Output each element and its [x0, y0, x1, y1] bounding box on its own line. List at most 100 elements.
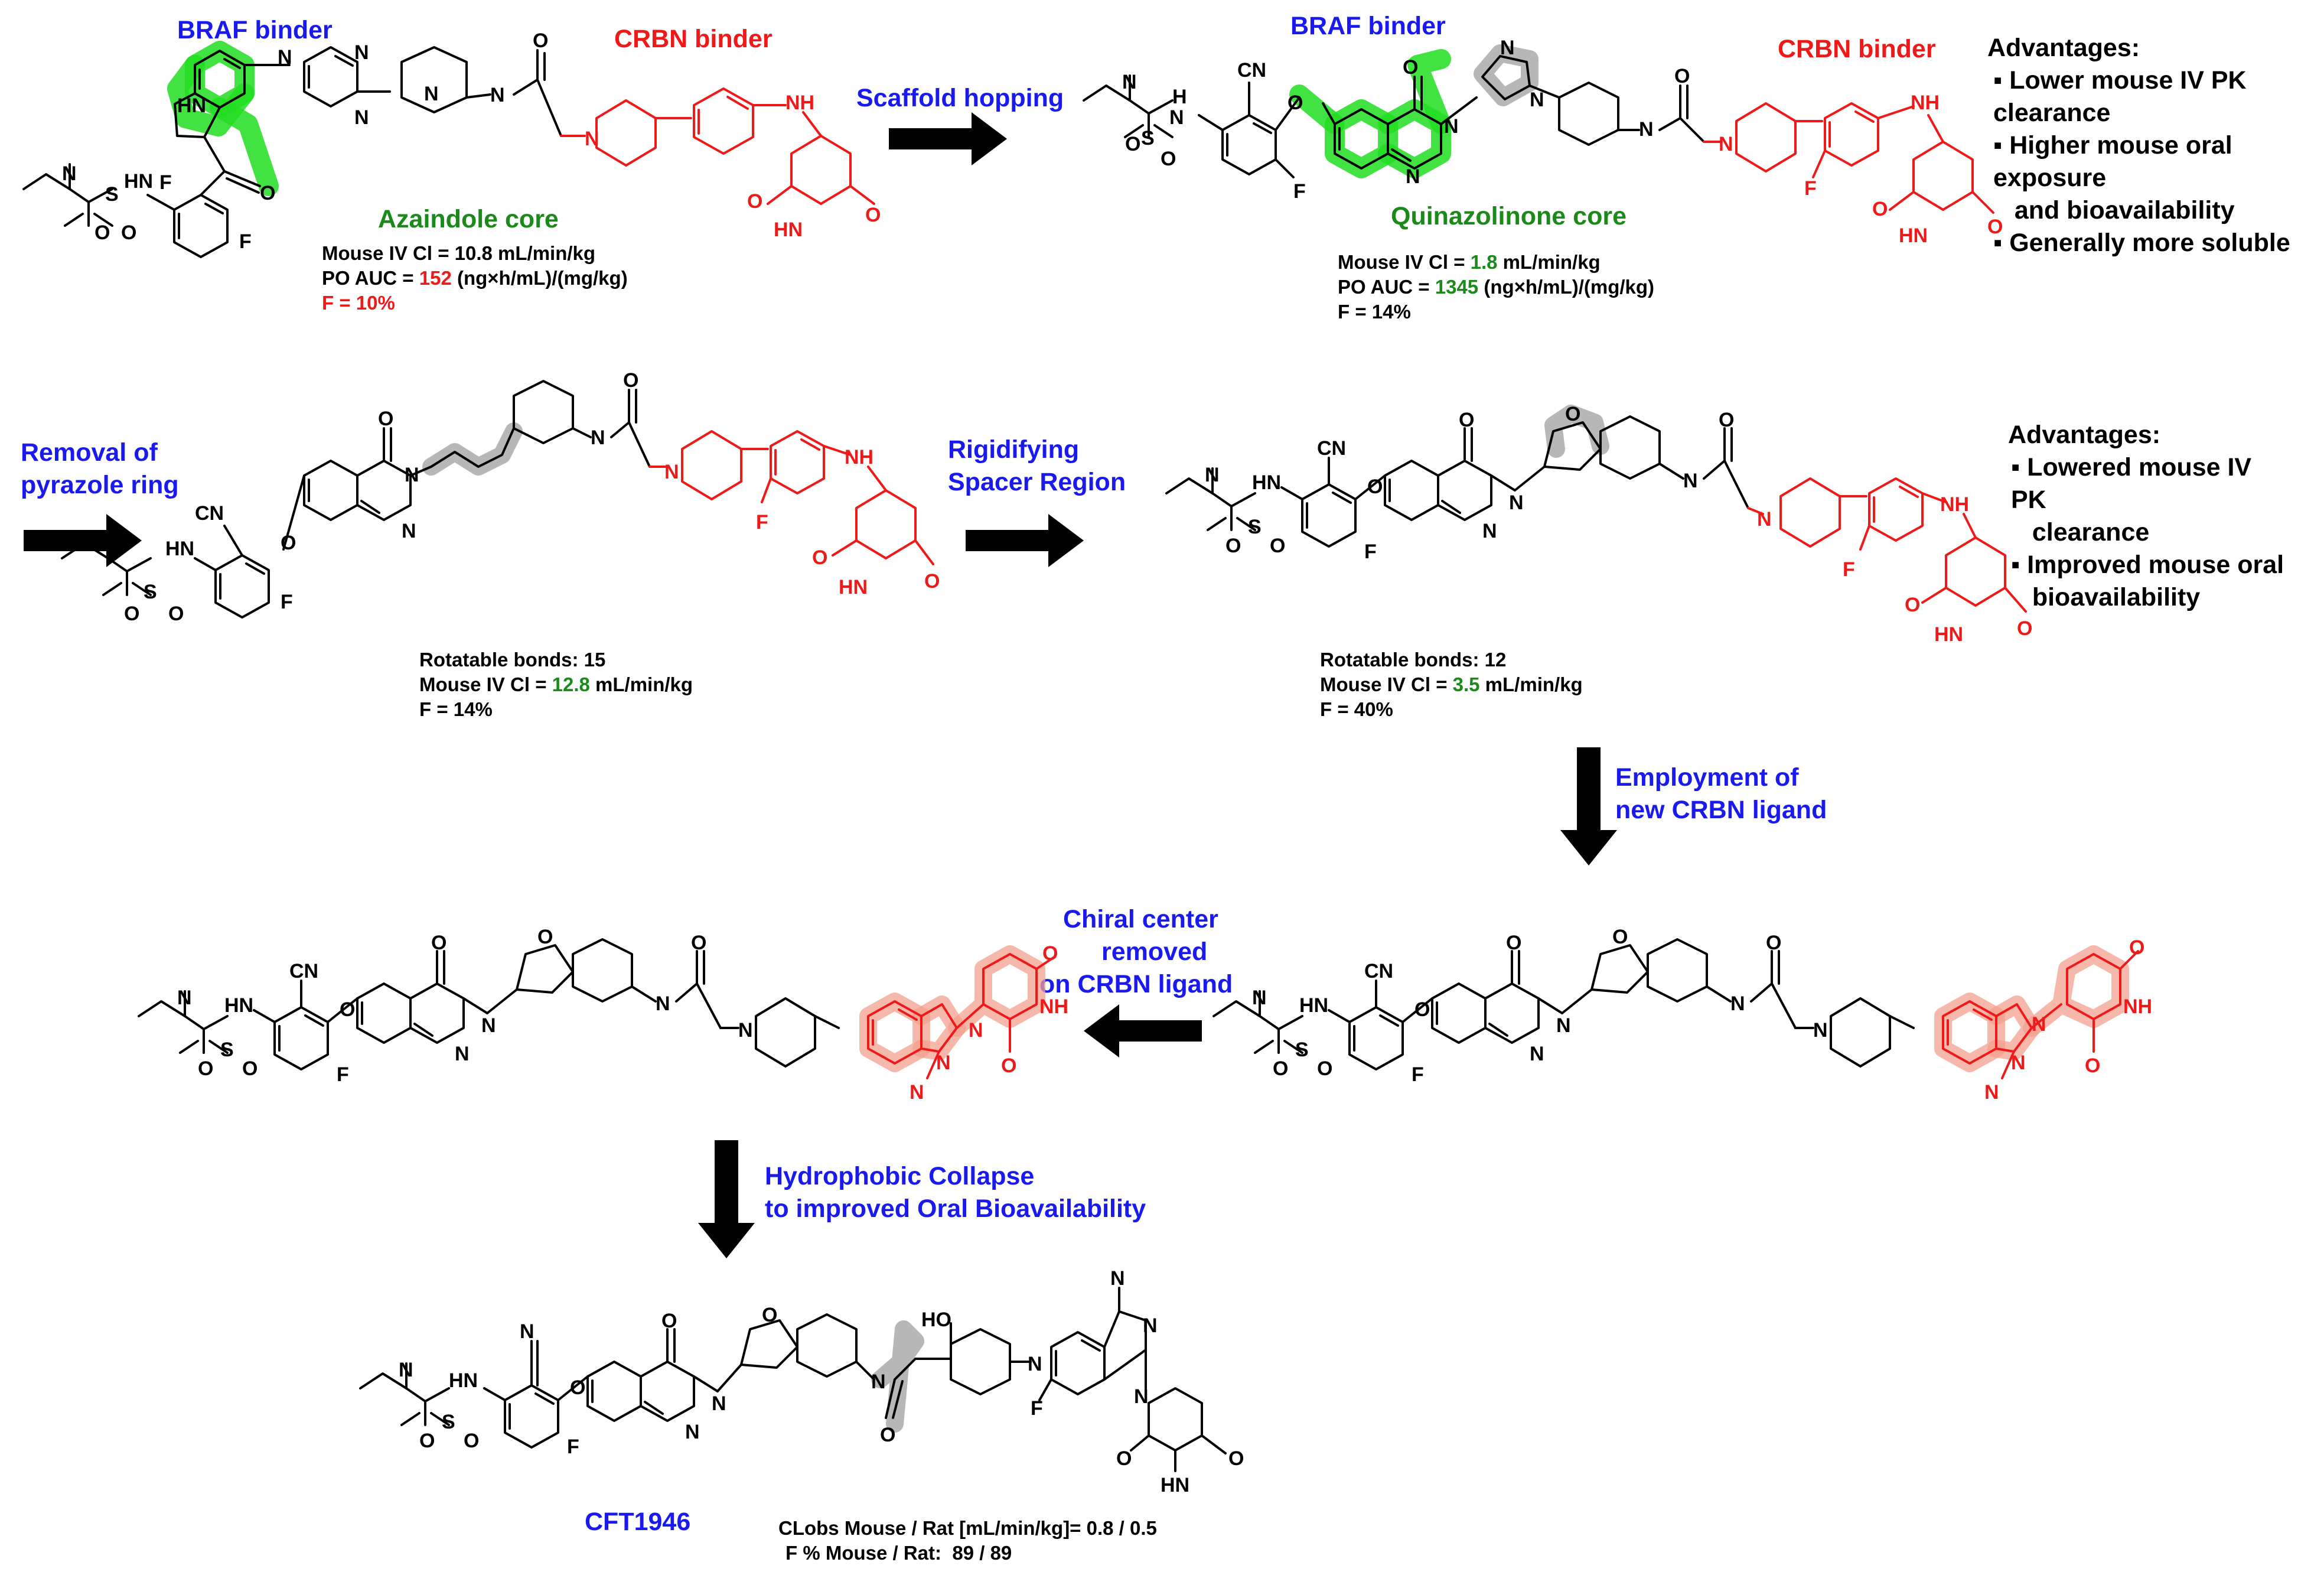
svg-text:HN: HN: [1161, 1474, 1189, 1496]
svg-text:O: O: [94, 222, 110, 244]
braf-binder-label: BRAF binder: [177, 16, 333, 44]
svg-text:O: O: [2129, 936, 2144, 959]
svg-text:O: O: [1228, 1447, 1244, 1470]
svg-text:O: O: [1766, 932, 1781, 954]
advantage-line: ▪ Higher mouse oral: [1993, 131, 2232, 160]
crbn-binder-label: CRBN binder: [614, 25, 773, 53]
svg-text:O: O: [242, 1057, 258, 1080]
svg-text:S: S: [220, 1039, 234, 1061]
svg-text:O: O: [1273, 1057, 1288, 1080]
svg-text:O: O: [2085, 1055, 2100, 1077]
svg-text:O: O: [1001, 1055, 1016, 1077]
prop-rotatable-bonds-2: Rotatable bonds: 12: [1320, 649, 1506, 671]
svg-text:N: N: [1482, 520, 1497, 542]
advantages-1: Advantages: ▪ Lower mouse IV PK clearanc…: [1987, 34, 2290, 257]
compound-cft1946: N O N O N O HO N N N N F O HN O O N F HN…: [359, 1267, 1244, 1496]
svg-text:O: O: [2017, 617, 2032, 640]
azaindole-properties: Mouse IV Cl = 10.8 mL/min/kg PO AUC = 15…: [322, 242, 628, 314]
prop-po-auc-2: PO AUC = 1345 (ng×h/mL)/(mg/kg): [1338, 276, 1654, 298]
svg-text:N: N: [2011, 1052, 2026, 1074]
svg-text:F: F: [239, 230, 252, 253]
svg-text:CN: CN: [1317, 437, 1346, 460]
compound-spirocycle: N O N O N O O CN F HN N S O O N NH F: [1165, 403, 2032, 646]
hydrophobic-label-line: Hydrophobic Collapse: [765, 1162, 1034, 1190]
crbn-binder-label-2: CRBN binder: [1778, 35, 1936, 63]
svg-text:O: O: [1459, 409, 1474, 431]
advantage-line: PK: [2011, 486, 2046, 514]
svg-text:N: N: [1757, 508, 1772, 531]
advantage-line: exposure: [1993, 164, 2106, 192]
svg-text:N: N: [712, 1392, 726, 1415]
svg-text:N: N: [100, 529, 115, 551]
advantage-line: ▪ Generally more soluble: [1993, 229, 2290, 257]
svg-text:N: N: [936, 1052, 951, 1074]
svg-text:O: O: [1161, 148, 1176, 170]
svg-text:O: O: [865, 204, 881, 226]
svg-text:HO: HO: [921, 1309, 951, 1331]
prop-mouse-iv-cl: Mouse IV Cl = 10.8 mL/min/kg: [322, 242, 595, 264]
svg-text:NH: NH: [1911, 92, 1940, 114]
svg-text:N: N: [585, 128, 599, 150]
atom-o: O: [260, 182, 275, 204]
advantage-line: clearance: [1993, 99, 2110, 127]
removal-label-line: pyrazole ring: [21, 471, 179, 499]
svg-text:O: O: [1317, 1057, 1332, 1080]
svg-text:O: O: [340, 998, 355, 1021]
scaffold-hopping-arrow: Scaffold hopping: [856, 84, 1064, 165]
svg-text:N: N: [62, 162, 77, 185]
svg-text:N: N: [399, 1359, 413, 1381]
svg-text:CN: CN: [1364, 960, 1393, 982]
arrow-new-crbn-ligand: Employment of new CRBN ligand: [1560, 747, 1827, 865]
svg-text:O: O: [570, 1377, 585, 1399]
svg-text:O: O: [198, 1057, 213, 1080]
svg-text:F: F: [1804, 177, 1817, 200]
svg-text:S: S: [1141, 127, 1155, 149]
svg-text:N: N: [1719, 133, 1733, 155]
svg-text:N: N: [1730, 992, 1745, 1015]
svg-text:O: O: [1674, 65, 1690, 87]
svg-text:N: N: [1639, 118, 1654, 141]
svg-text:O: O: [924, 570, 940, 593]
svg-text:N: N: [1122, 71, 1137, 93]
svg-text:S: S: [105, 183, 119, 206]
svg-text:O: O: [691, 932, 706, 954]
svg-text:HN: HN: [774, 219, 803, 241]
svg-text:S: S: [1295, 1039, 1309, 1061]
svg-text:CN: CN: [289, 960, 318, 982]
svg-text:S: S: [1248, 516, 1262, 538]
advantages-title: Advantages:: [1987, 34, 2140, 62]
prop-mouse-iv-cl-2: Mouse IV Cl = 1.8 mL/min/kg: [1338, 251, 1601, 273]
svg-text:N: N: [738, 1019, 753, 1042]
svg-text:CN: CN: [1237, 59, 1266, 82]
svg-text:N: N: [1813, 1019, 1828, 1042]
svg-text:N: N: [1530, 89, 1544, 111]
svg-text:N: N: [871, 1371, 886, 1393]
chiral-label-line: on CRBN ligand: [1039, 970, 1233, 998]
final-prop-cl: CLobs Mouse / Rat [mL/min/kg]= 0.8 / 0.5: [778, 1517, 1157, 1539]
quinazolinone-properties: Mouse IV Cl = 1.8 mL/min/kg PO AUC = 134…: [1338, 251, 1654, 323]
svg-text:O: O: [537, 926, 553, 948]
prop-f-4: F = 40%: [1320, 698, 1393, 720]
spirocycle-properties: Rotatable bonds: 12 Mouse IV Cl = 3.5 mL…: [1320, 649, 1583, 720]
advantage-line: clearance: [2011, 518, 2149, 546]
svg-text:N: N: [177, 987, 192, 1009]
svg-text:O: O: [1414, 998, 1430, 1021]
chiral-label-line: removed: [1101, 938, 1207, 966]
prop-f-2: F = 14%: [1338, 301, 1411, 323]
svg-text:O: O: [1288, 92, 1303, 114]
svg-text:N: N: [1556, 1014, 1571, 1037]
arrow-removal-pyrazole: Removal of pyrazole ring: [21, 438, 179, 567]
svg-text:O: O: [1612, 926, 1628, 948]
prop-f: F = 10%: [322, 292, 395, 314]
prop-f-3: F = 14%: [419, 698, 493, 720]
svg-text:F: F: [1843, 558, 1855, 581]
svg-text:F: F: [1364, 541, 1377, 563]
svg-text:CN: CN: [195, 502, 224, 525]
svg-text:N: N: [1509, 492, 1524, 514]
svg-text:HN: HN: [165, 538, 194, 560]
svg-text:HN: HN: [124, 170, 153, 193]
svg-text:H: H: [1172, 86, 1187, 108]
svg-text:F: F: [756, 511, 768, 533]
svg-text:N: N: [481, 1014, 496, 1037]
svg-text:N: N: [1028, 1353, 1042, 1375]
